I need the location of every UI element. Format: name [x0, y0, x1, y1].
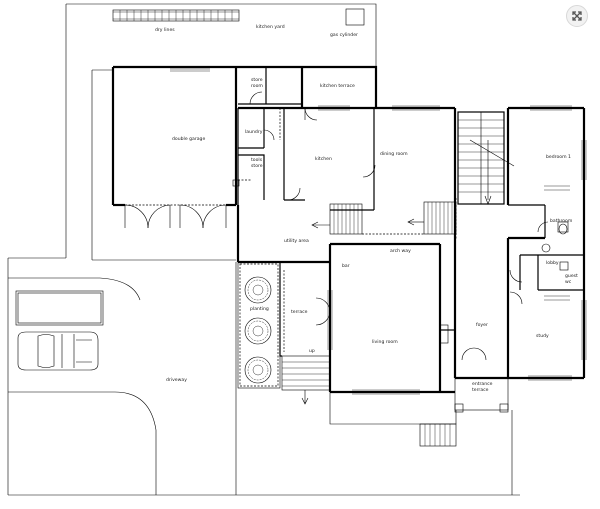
label-living-room: living room	[372, 339, 398, 345]
label-store-room: store	[251, 77, 263, 83]
interior-walls	[237, 67, 584, 331]
label-kitchen-yard: kitchen yard	[256, 24, 285, 30]
dry-lines	[112, 9, 240, 22]
label-dining-room: dining room	[380, 151, 408, 157]
doors	[238, 91, 549, 361]
planting-bed	[237, 261, 281, 389]
site-boundary	[7, 3, 520, 496]
fixtures	[232, 179, 449, 344]
expand-arrows-icon	[572, 11, 582, 21]
room-labels: dry lines kitchen yard gas cylinder stor…	[155, 24, 578, 393]
label-terrace: terrace	[291, 309, 308, 315]
label-gas-cylinder: gas cylinder	[330, 32, 358, 38]
label-foyer: foyer	[476, 322, 488, 328]
gas-cylinder-box	[345, 8, 365, 26]
label-bar: bar	[342, 263, 350, 269]
label-bedroom-1: bedroom 1	[546, 154, 571, 160]
label-driveway: driveway	[166, 377, 187, 383]
exterior-walls	[111, 65, 586, 394]
label-arch-way: arch way	[390, 248, 411, 254]
label-double-garage: double garage	[172, 136, 205, 142]
label-lobby: lobby	[546, 260, 559, 266]
label-kitchen-terrace: kitchen terrace	[320, 83, 355, 89]
label-store-room-2: room	[251, 83, 263, 89]
label-kitchen: kitchen	[315, 156, 332, 162]
car-icon	[15, 290, 104, 326]
expand-button[interactable]	[566, 5, 588, 27]
terrace-steps	[279, 262, 331, 405]
main-staircase	[457, 111, 515, 205]
shrub-icon	[244, 276, 272, 304]
shrub-icon	[244, 356, 272, 384]
label-up: up	[309, 349, 315, 354]
label-bathroom: bathroom	[550, 218, 573, 224]
label-dry-lines: dry lines	[155, 27, 175, 33]
label-planting: planting	[250, 306, 269, 312]
label-study: study	[536, 333, 549, 339]
label-laundry: laundry	[245, 129, 263, 135]
label-utility-area: utility area	[284, 238, 309, 244]
bathroom-fixtures	[541, 221, 569, 271]
shrub-icon	[244, 317, 272, 345]
entrance-area	[329, 377, 509, 447]
utility-steps	[311, 198, 457, 240]
windows	[170, 68, 587, 395]
garage-doors	[124, 204, 227, 229]
car-icon	[17, 331, 99, 371]
